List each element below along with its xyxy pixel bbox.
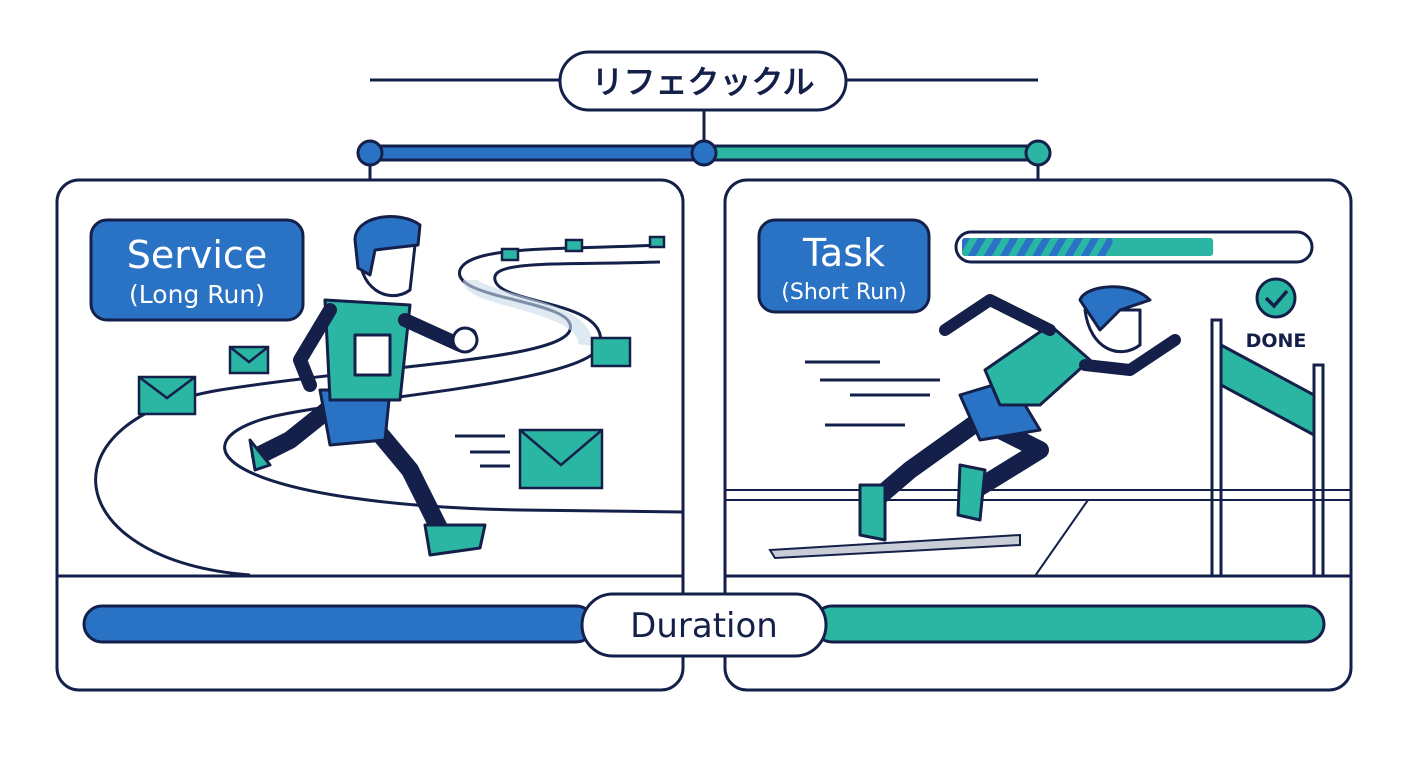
starting-block	[768, 533, 1021, 560]
winding-track	[94, 243, 684, 577]
flag-icon	[500, 247, 520, 262]
duration-pill	[580, 592, 828, 658]
timeline-node-end	[1024, 139, 1052, 167]
timeline-node-mid	[690, 139, 718, 167]
title: リフェクックル	[591, 63, 814, 101]
finish-tape	[1210, 318, 1325, 578]
envelope-icon	[518, 428, 604, 490]
service-label: Service	[127, 233, 267, 277]
task-progress-stripes	[962, 238, 1113, 256]
track-lines	[725, 489, 1351, 577]
duration-label: Duration	[630, 606, 778, 646]
flag-icon	[564, 238, 584, 253]
short-run-runner	[858, 285, 1181, 542]
flag-icon	[648, 235, 666, 249]
checkmark	[1264, 289, 1289, 309]
duration-bar-service	[82, 604, 596, 644]
long-run-runner	[248, 215, 487, 557]
envelope-icons	[137, 235, 666, 490]
timeline-task	[702, 144, 1040, 162]
task-label-box	[757, 218, 931, 314]
done-status: DONE	[1246, 330, 1307, 352]
timeline-node-start	[356, 139, 384, 167]
timeline-service	[368, 144, 706, 162]
service-label-box	[89, 218, 305, 322]
duration-bar-task	[812, 604, 1326, 644]
envelope-icon	[590, 336, 632, 368]
speed-lines	[805, 360, 940, 427]
task-label: Task	[802, 231, 885, 275]
speed-lines	[455, 434, 510, 468]
service-sublabel: (Long Run)	[129, 280, 265, 309]
check-icon	[1255, 277, 1297, 319]
task-sublabel: (Short Run)	[781, 280, 906, 305]
